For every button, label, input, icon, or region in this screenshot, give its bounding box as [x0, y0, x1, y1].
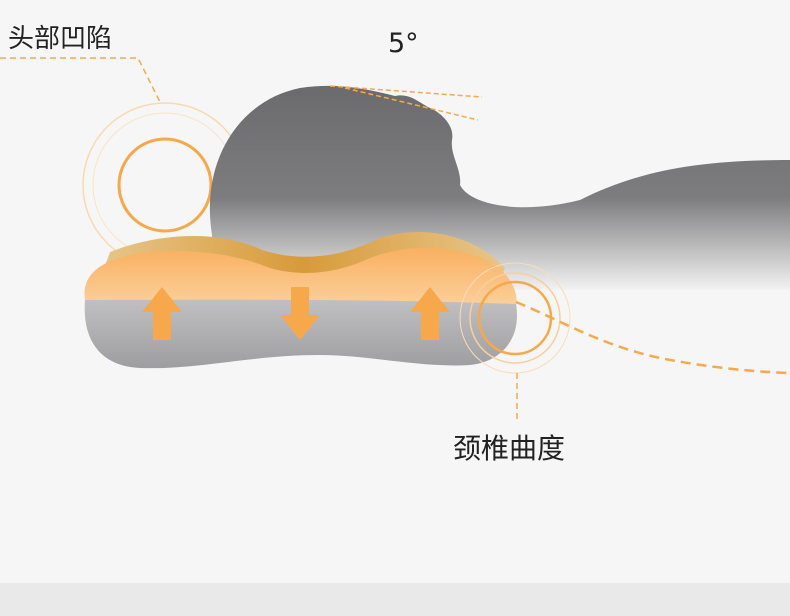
pillow-top — [84, 247, 517, 310]
angle-lines — [329, 85, 483, 121]
up-arrow-icon — [142, 287, 182, 340]
cervical-curve-rings — [459, 262, 571, 374]
pillow-diagram — [0, 57, 790, 420]
head-silhouette — [209, 85, 790, 290]
down-arrow-icon — [280, 287, 320, 340]
up-arrow-icon — [410, 287, 450, 340]
angle-label: 5° — [388, 28, 419, 59]
cervical-curve-label: 颈椎曲度 — [453, 432, 566, 465]
leader-lines — [0, 57, 790, 420]
bottom-band — [0, 583, 790, 616]
head-recess-label: 头部凹陷 — [8, 24, 113, 54]
